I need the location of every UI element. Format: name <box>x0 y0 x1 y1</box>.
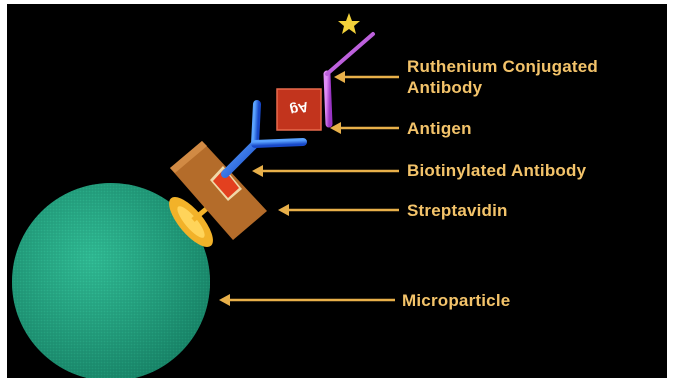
diagram-frame: Ag <box>7 4 667 378</box>
label-antigen: Antigen <box>407 118 472 139</box>
arrow-antigen <box>330 122 399 134</box>
arrow-biotinylated <box>252 165 399 177</box>
label-ruthenium-line1: Ruthenium Conjugated <box>407 56 598 77</box>
antigen-square: Ag <box>277 89 321 130</box>
label-streptavidin: Streptavidin <box>407 200 508 221</box>
label-ruthenium-line2: Antibody <box>407 77 598 98</box>
arrow-streptavidin <box>278 204 399 216</box>
label-ruthenium-conjugated-antibody: Ruthenium Conjugated Antibody <box>407 56 598 98</box>
label-biotinylated-antibody: Biotinylated Antibody <box>407 160 586 181</box>
ruthenium-star-icon <box>338 13 360 34</box>
label-microparticle: Microparticle <box>402 290 510 311</box>
arrow-ruthenium <box>334 71 399 83</box>
arrow-microparticle <box>219 294 395 306</box>
